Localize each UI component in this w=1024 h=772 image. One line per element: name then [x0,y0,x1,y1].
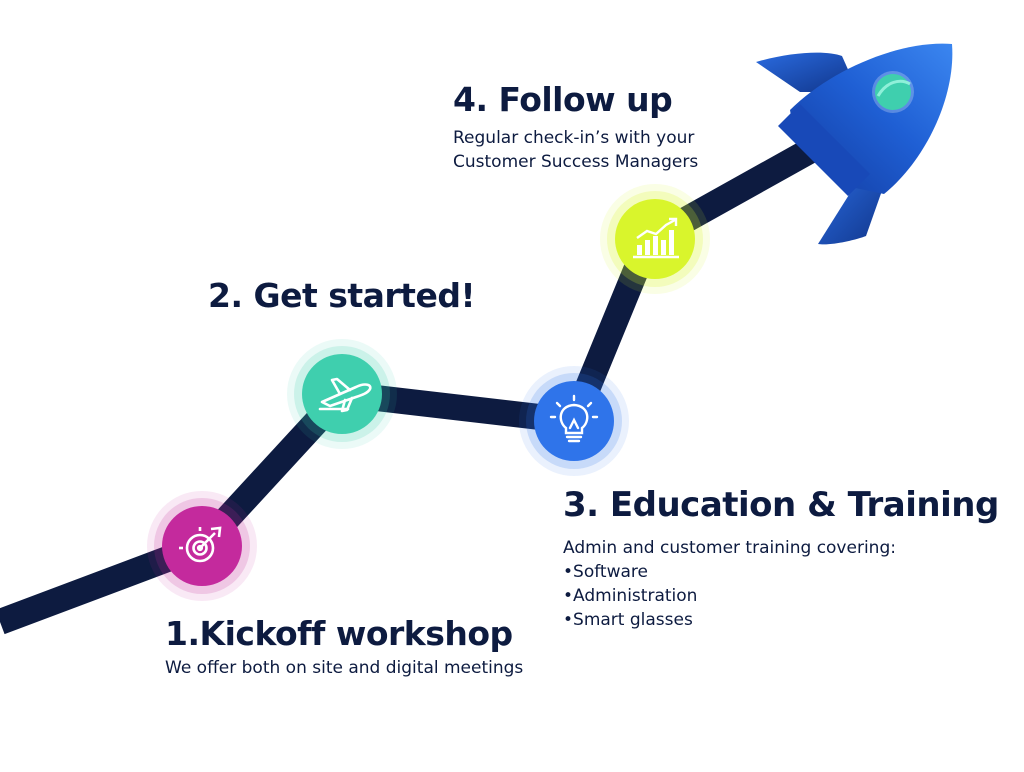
bullet-item: •Administration [563,586,698,606]
step-2-node [287,339,397,449]
airplane-icon [318,377,372,413]
bullet-item: •Smart glasses [563,610,693,630]
step-1-description: We offer both on site and digital meetin… [165,658,524,678]
step-4-description: Regular check-in’s with your Customer Su… [453,128,699,172]
step-3-description: Admin and customer training covering: [563,538,896,558]
rocket-illustration [756,43,953,245]
step-1-title: 1.Kickoff workshop [165,614,513,653]
target-icon [179,526,222,563]
step-4-node [600,184,710,294]
step-3-node [519,366,629,476]
step-4-title: 4. Follow up [453,80,673,119]
step-2-title: 2. Get started! [208,276,476,315]
step-1-node [147,491,257,601]
step-3-bullet-list: •Software •Administration •Smart glasses [563,560,983,632]
bullet-item: •Software [563,562,648,582]
growth-chart-icon [633,217,679,259]
lightbulb-icon [549,394,599,443]
step-3-title: 3. Education & Training [563,485,999,525]
step-3-description-block: Admin and customer training covering: •S… [563,536,983,632]
